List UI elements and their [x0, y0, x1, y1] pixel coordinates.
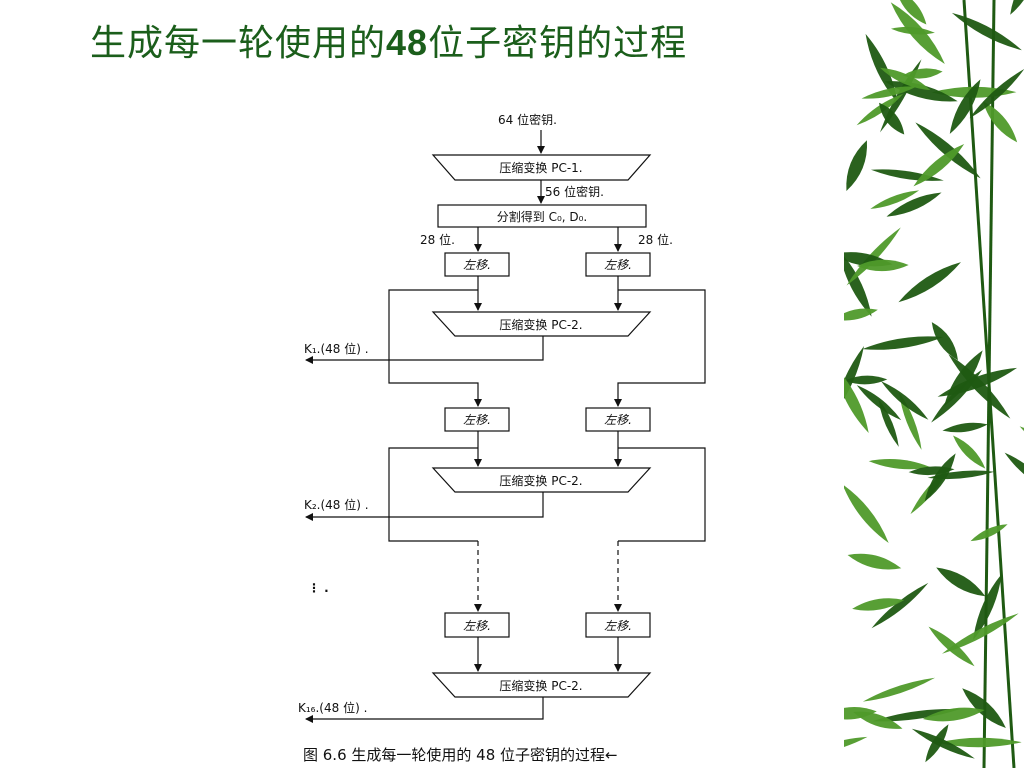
bamboo-leaf [1010, 0, 1024, 15]
bamboo-leaf [908, 466, 955, 476]
bamboo-leaf [937, 367, 1018, 397]
bamboo-leaf [853, 711, 903, 729]
bamboo-leaf [913, 144, 965, 187]
bamboo-leaf [872, 709, 960, 722]
bamboo-leaf [924, 453, 956, 502]
bamboo-leaf [915, 122, 981, 179]
k1-output-arrow [305, 336, 544, 364]
bits28-right-label: 28 位. [638, 232, 673, 247]
bamboo-leaf [953, 435, 986, 469]
bypass-left-2 [388, 447, 478, 542]
key-schedule-diagram: 64 位密钥. 压缩变换 PC-1. 56 位密钥. 分割得到 C₀, D₀. … [298, 112, 706, 723]
bamboo-leaf [844, 375, 888, 385]
ellipsis-label: ⋮ . [308, 581, 329, 595]
bamboo-leaf [844, 365, 869, 433]
bamboo-leaf [1004, 452, 1024, 492]
split-label: 分割得到 C₀, D₀. [497, 209, 588, 224]
shift-label-right-16: 左移. [604, 619, 632, 633]
bamboo-leaf [857, 259, 909, 272]
bamboo-leaf [844, 308, 878, 321]
bamboo-leaf [862, 677, 936, 702]
shift-box-left-2 [444, 407, 510, 432]
bamboo-leaf [852, 598, 905, 611]
bamboo-leaf [928, 626, 975, 667]
bamboo-leaf [870, 190, 920, 209]
bamboo-leaf [844, 736, 868, 755]
bamboo-leaf [951, 12, 1022, 51]
bamboo-leaf [856, 93, 904, 126]
bamboo-leaf [879, 67, 931, 91]
bamboo-leaf [942, 422, 988, 433]
title-number: 48 [386, 22, 429, 63]
bamboo-leaf [982, 101, 1018, 143]
shift-box-left-1 [444, 252, 510, 277]
slide-title: 生成每一轮使用的48位子密钥的过程 [90, 14, 687, 66]
bamboo-leaf [925, 724, 949, 763]
bamboo-leaf [942, 613, 1019, 654]
shift-box-right-16 [585, 612, 651, 638]
bamboo-leaf [970, 524, 1008, 542]
pc2-label-16: 压缩变换 PC-2. [499, 678, 582, 693]
shift-box-left-16 [444, 612, 510, 638]
pc2-box-1 [431, 311, 652, 337]
input-label: 64 位密钥. [498, 112, 557, 127]
bamboo-leaf [871, 582, 929, 629]
pc2-label-2: 压缩变换 PC-2. [499, 473, 582, 488]
pc2-label-1: 压缩变换 PC-2. [499, 317, 582, 332]
bamboo-leaves-icon [844, 0, 1024, 768]
bamboo-leaf [922, 707, 985, 722]
bypass-right-1 [614, 289, 706, 407]
shift-label-right-1: 左移. [604, 258, 632, 272]
bamboo-leaf [898, 262, 961, 303]
bamboo-leaf [862, 336, 944, 350]
shift-label-left-16: 左移. [463, 619, 491, 633]
figure-caption: 图 6.6 生成每一轮使用的 48 位子密钥的过程← [303, 746, 618, 764]
bamboo-leaf [844, 346, 865, 416]
k16-label: K₁₆.(48 位) . [298, 700, 367, 715]
bamboo-leaf [884, 81, 958, 102]
bypass-right-2 [618, 447, 706, 542]
shift-label-left-2: 左移. [463, 413, 491, 427]
k2-output-arrow [305, 492, 544, 521]
bamboo-leaf [949, 79, 981, 134]
pc1-box [431, 154, 652, 181]
shift-label-left-1: 左移. [463, 258, 491, 272]
bamboo-leaf [844, 484, 889, 544]
bamboo-leaf [844, 250, 872, 317]
pc2-box-16 [431, 672, 652, 698]
bamboo-leaf [902, 68, 943, 79]
bamboo-leaf [962, 688, 1006, 729]
bamboo-leaf [969, 68, 1024, 119]
k1-label: K₁.(48 位) . [304, 341, 369, 356]
bamboo-leaf [847, 553, 902, 570]
shift-label-right-2: 左移. [604, 413, 632, 427]
split-box [437, 204, 647, 228]
bamboo-leaf [890, 2, 945, 65]
title-text-post: 位子密钥的过程 [428, 23, 688, 64]
bits28-left-label: 28 位. [420, 232, 455, 247]
bamboo-leaf [899, 392, 922, 450]
bamboo-leaf [896, 0, 927, 25]
bamboo-leaf [936, 567, 986, 597]
pc1-label: 压缩变换 PC-1. [499, 160, 582, 175]
bamboo-leaf [886, 192, 942, 217]
bamboo-leaf [846, 140, 867, 192]
bamboo-leaf [931, 369, 983, 423]
bamboo-leaf [861, 86, 917, 99]
bamboo-leaf [856, 385, 902, 421]
pc2-box-2 [431, 467, 652, 493]
bamboo-leaf [878, 399, 899, 447]
k2-label: K₂.(48 位) . [304, 497, 369, 512]
bamboo-leaf [881, 381, 929, 420]
bamboo-leaf [868, 459, 931, 470]
bypass-left-1 [388, 289, 482, 407]
title-text-pre: 生成每一轮使用的 [90, 23, 387, 64]
bamboo-leaf [937, 737, 1022, 748]
bamboo-leaf [911, 728, 975, 759]
bamboo-leaf [931, 322, 958, 361]
bits56-label: 56 位密钥. [545, 184, 604, 199]
bamboo-leaf [973, 573, 1002, 641]
k16-output-arrow [305, 697, 544, 723]
bamboo-leaf [879, 102, 905, 135]
